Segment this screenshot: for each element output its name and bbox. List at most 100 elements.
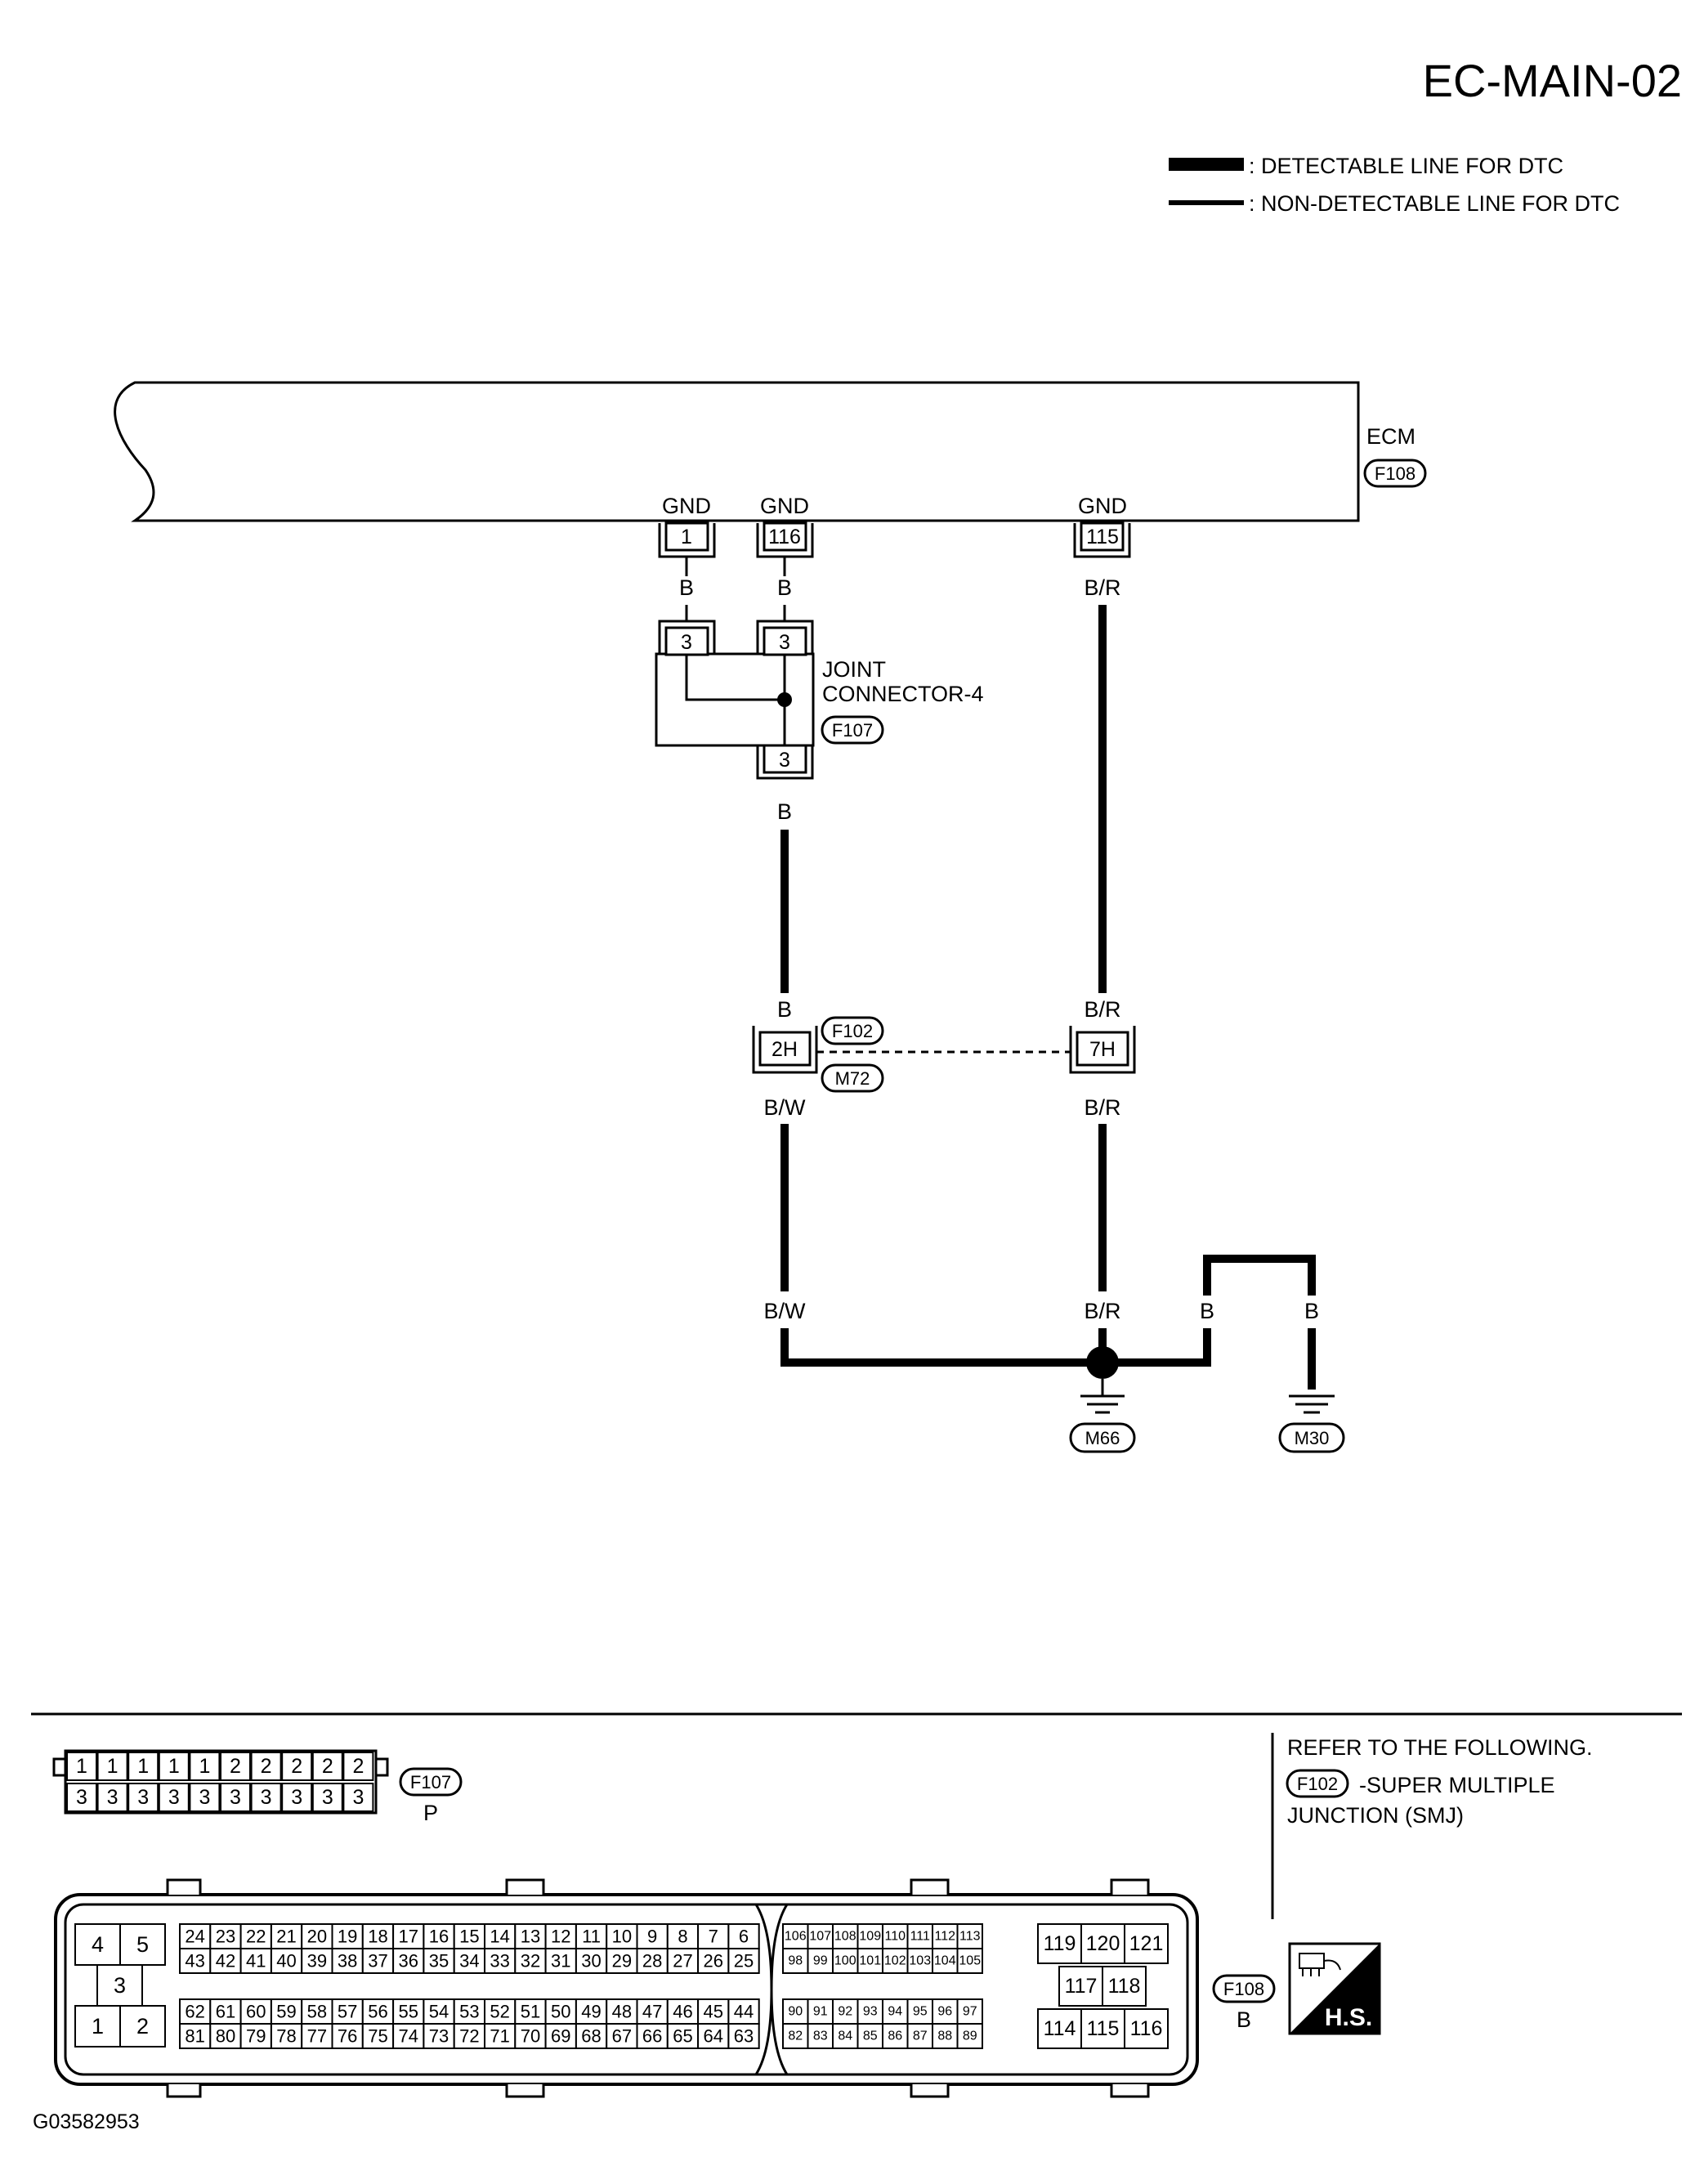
svg-text:120: 120 (1086, 1932, 1120, 1955)
ground-m30: M30 (1278, 1394, 1345, 1453)
svg-text:8: 8 (678, 1927, 687, 1947)
wire-color-pin115: B/R (1084, 575, 1120, 600)
f108-cell: 90 (782, 1998, 809, 2025)
svg-text:49: 49 (581, 2002, 601, 2022)
svg-text:80: 80 (216, 2026, 235, 2047)
f108-cell: 64 (697, 2023, 730, 2049)
f108-cell: 100 (832, 1948, 859, 1974)
f108-cell: 49 (575, 1998, 608, 2025)
f108-cell: 96 (932, 1998, 959, 2025)
f108-cell: 40 (270, 1948, 303, 1974)
joint-connector-label: F107 (832, 720, 873, 741)
f107-face-outline (64, 1749, 378, 1815)
f108-cell: 107 (807, 1923, 834, 1949)
legend-non-detectable: : NON-DETECTABLE LINE FOR DTC (1249, 191, 1620, 216)
svg-text:97: 97 (963, 2005, 977, 2019)
f108-cell: 87 (906, 2023, 933, 2049)
svg-text:60: 60 (246, 2002, 266, 2022)
svg-text:95: 95 (913, 2005, 928, 2019)
f108-cell: 104 (932, 1948, 959, 1974)
smj-badge-f102 (821, 1016, 884, 1045)
ground-m30-badge (1278, 1422, 1345, 1453)
svg-text:3: 3 (107, 1786, 119, 1809)
svg-text:17: 17 (399, 1927, 418, 1947)
f108-cell: 10 (606, 1923, 638, 1949)
wire-color-pin116: B (777, 575, 792, 600)
ecm-pin-1-label: 1 (681, 526, 692, 548)
f108-color: B (1237, 2007, 1251, 2032)
refer-note: REFER TO THE FOLLOWING. F102 -SUPER MULT… (1286, 1735, 1593, 1828)
svg-text:29: 29 (612, 1951, 632, 1971)
svg-text:51: 51 (521, 2002, 540, 2022)
svg-text:117: 117 (1065, 1975, 1098, 1998)
svg-text:94: 94 (888, 2005, 902, 2019)
svg-text:109: 109 (859, 1930, 881, 1944)
joint-pin-a: 3 (681, 631, 692, 654)
svg-text:32: 32 (521, 1951, 540, 1971)
svg-text:1: 1 (107, 1755, 119, 1778)
svg-text:25: 25 (734, 1951, 754, 1971)
f108-cell: 76 (331, 2023, 364, 2049)
f108-cell: 4 (74, 1923, 121, 1966)
svg-text:33: 33 (490, 1951, 509, 1971)
f107-cell: 2 (250, 1752, 282, 1781)
svg-text:2: 2 (352, 1755, 364, 1778)
f108-cell: 84 (832, 2023, 859, 2049)
svg-text:68: 68 (581, 2026, 601, 2047)
f108-cell: 28 (636, 1948, 669, 1974)
f108-cell: 105 (956, 1948, 983, 1974)
f107-cell: 3 (311, 1783, 343, 1812)
svg-text:99: 99 (813, 1954, 828, 1968)
f107-cell: 1 (158, 1752, 190, 1781)
svg-text:45: 45 (704, 2002, 723, 2022)
svg-text:84: 84 (838, 2030, 852, 2043)
f108-cell: 19 (331, 1923, 364, 1949)
legend-thick-line (1169, 158, 1244, 171)
smj-pin-7h: 7H (1089, 1038, 1116, 1061)
f108-cell: 97 (956, 1998, 983, 2025)
f107-cell: 3 (96, 1783, 128, 1812)
svg-text:90: 90 (788, 2005, 803, 2019)
f108-cell: 57 (331, 1998, 364, 2025)
f108-cell: 53 (453, 1998, 486, 2025)
svg-text:69: 69 (551, 2026, 570, 2047)
ecm-label: ECM (1366, 424, 1416, 449)
f108-cell: 20 (301, 1923, 333, 1949)
svg-text:3: 3 (168, 1786, 180, 1809)
ground-m66-symbol (1080, 1394, 1125, 1414)
f107-cell: 2 (311, 1752, 343, 1781)
f107-cell: 2 (342, 1752, 374, 1781)
f108-cell: 43 (179, 1948, 212, 1974)
svg-text:92: 92 (838, 2005, 852, 2019)
svg-text:18: 18 (368, 1927, 387, 1947)
wire-color-br-ground: B/R (1084, 1299, 1120, 1323)
svg-text:118: 118 (1108, 1975, 1141, 1998)
svg-text:3: 3 (230, 1786, 241, 1809)
f108-cell: 11 (575, 1923, 608, 1949)
f108-cell: 58 (301, 1998, 333, 2025)
svg-text:39: 39 (307, 1951, 327, 1971)
legend-thin-line (1169, 200, 1244, 205)
f107-cell: 3 (189, 1783, 221, 1812)
svg-text:85: 85 (863, 2030, 878, 2043)
svg-text:74: 74 (399, 2026, 418, 2047)
ecm-pin-116: 116 (756, 521, 814, 558)
f108-cell: 5 (119, 1923, 166, 1966)
f108-cell: 38 (331, 1948, 364, 1974)
f107-cell: 3 (158, 1783, 190, 1812)
f108-cell: 59 (270, 1998, 303, 2025)
svg-text:6: 6 (739, 1927, 749, 1947)
svg-text:105: 105 (959, 1954, 981, 1968)
svg-text:103: 103 (909, 1954, 931, 1968)
wire-color-7h-in: B/R (1084, 997, 1120, 1022)
svg-text:1: 1 (137, 1755, 149, 1778)
f108-badge (1212, 1974, 1276, 2003)
svg-text:107: 107 (809, 1930, 831, 1944)
wire-color-pin1: B (679, 575, 694, 600)
f108-cell: 103 (906, 1948, 933, 1974)
svg-text:91: 91 (813, 2005, 828, 2019)
f108-cell: 54 (423, 1998, 455, 2025)
f108-cell: 44 (727, 1998, 760, 2025)
f108-cell: 70 (514, 2023, 547, 2049)
joint-connector-4: 3 3 3 JOINT CONNECTOR-4 F107 (655, 620, 984, 780)
